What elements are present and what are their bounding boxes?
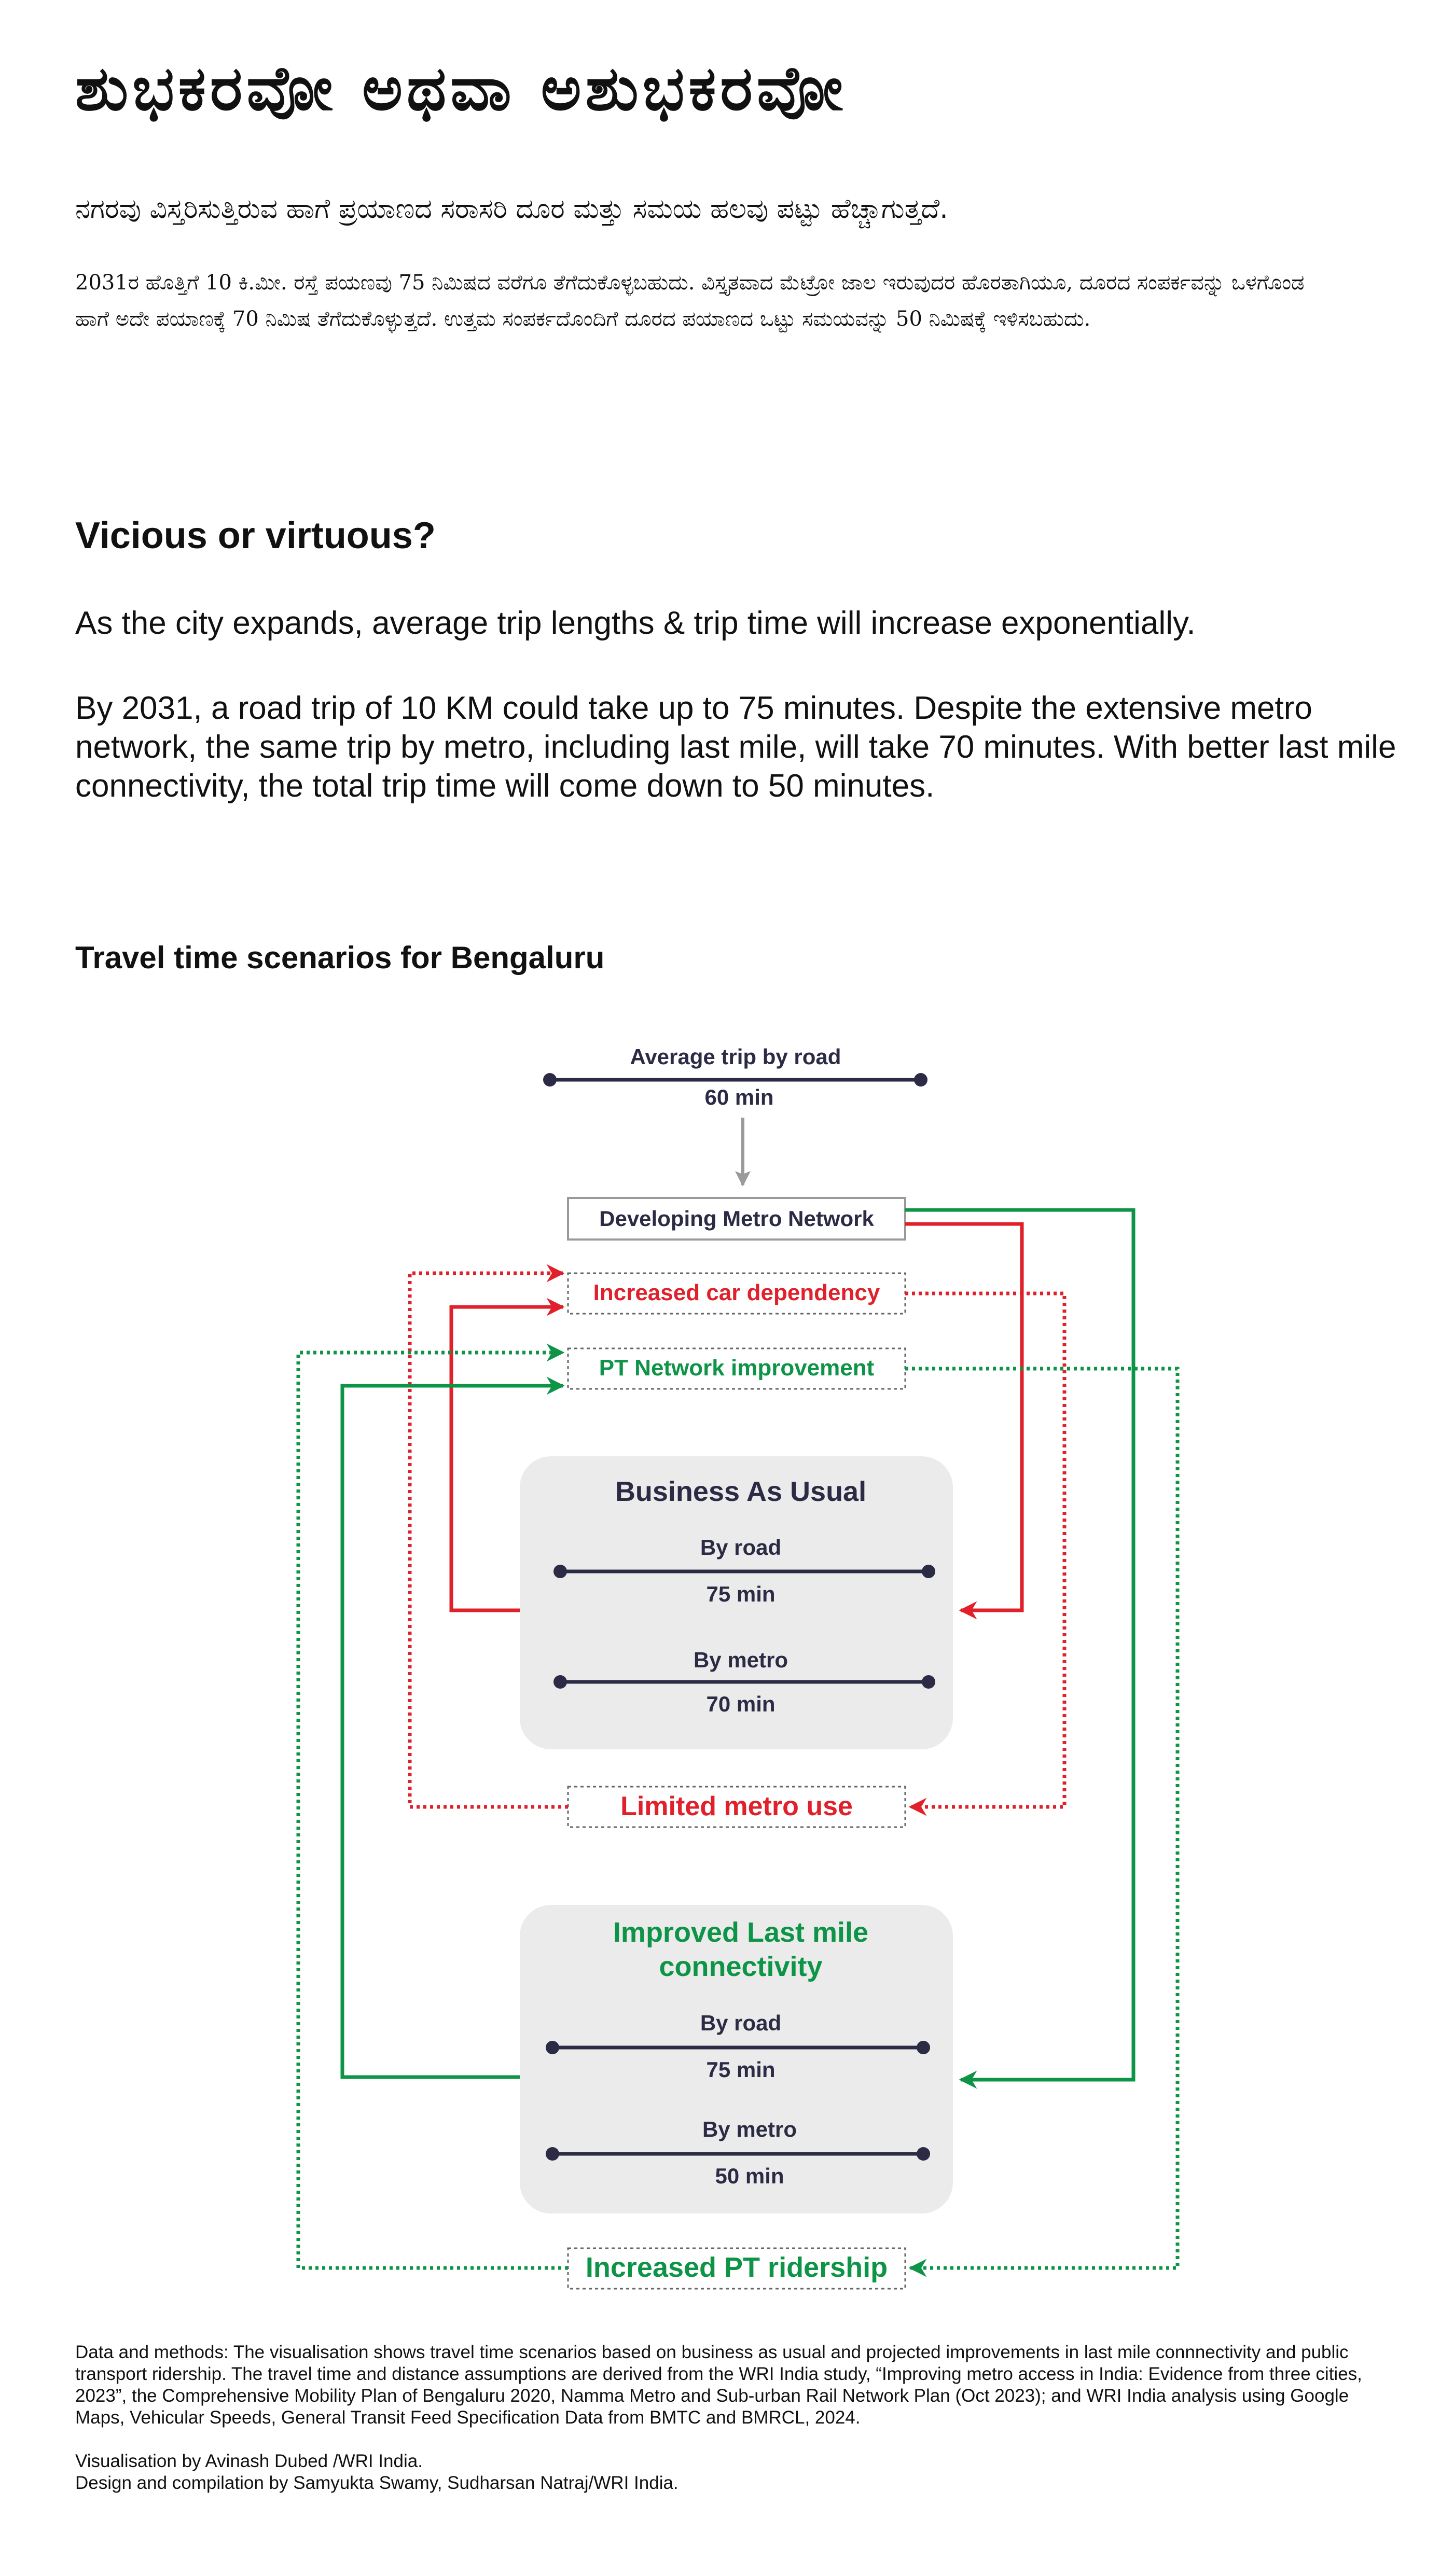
limited-metro-label: Limited metro use <box>620 1791 853 1821</box>
pt-ridership-label: Increased PT ridership <box>586 2252 888 2283</box>
english-subtitle: As the city expands, average trip length… <box>75 605 1196 641</box>
bau-road-time: 75 min <box>706 1582 775 1606</box>
red-arrow-bau-to-car <box>449 1298 565 1612</box>
improved-metro-dot-right <box>917 2147 930 2161</box>
car-dependency-box <box>567 1272 906 1315</box>
avg-trip-dot-left <box>543 1073 557 1087</box>
green-dotted-pt-to-ridership <box>905 1367 1180 2277</box>
bau-road-label: By road <box>700 1535 781 1559</box>
chart-title: Travel time scenarios for Bengaluru <box>75 940 605 975</box>
green-arrow-developing-to-improved <box>905 1208 1136 2089</box>
red-arrow-developing-to-bau <box>905 1222 1024 1620</box>
bau-metro-time: 70 min <box>706 1692 775 1716</box>
data-methods-note: Data and methods: The visualisation show… <box>75 2342 1362 2428</box>
improved-road-dot-right <box>917 2041 930 2054</box>
avg-trip-dot-right <box>914 1073 927 1087</box>
bau-metro-label: By metro <box>694 1648 788 1672</box>
improved-title-line2: connectivity <box>659 1951 822 1982</box>
credits: Visualisation by Avinash Dubed /WRI Indi… <box>75 2450 1372 2494</box>
avg-trip-label: Average trip by road <box>630 1045 841 1069</box>
pt-improvement-box <box>567 1347 906 1390</box>
pt-ridership-box <box>567 2247 906 2290</box>
developing-metro-box <box>567 1197 906 1241</box>
improved-metro-label: By metro <box>702 2117 797 2141</box>
red-dotted-car-to-limited <box>905 1291 1067 1816</box>
bau-metro-dot-left <box>553 1675 567 1689</box>
improved-metro-dot-left <box>546 2147 559 2161</box>
green-dotted-ridership-to-pt <box>296 1343 568 2270</box>
improved-road-dot-left <box>546 2041 559 2054</box>
improved-road-time: 75 min <box>706 2057 775 2082</box>
limited-metro-box <box>567 1786 906 1828</box>
developing-metro-label: Developing Metro Network <box>599 1206 874 1231</box>
bau-road-dot-left <box>553 1565 567 1578</box>
improved-road-label: By road <box>700 2011 781 2035</box>
bau-title: Business As Usual <box>615 1476 866 1507</box>
improved-metro-time: 50 min <box>715 2164 784 2188</box>
avg-trip-time: 60 min <box>704 1085 773 1109</box>
red-dotted-limited-to-car <box>408 1264 568 1809</box>
english-title: Vicious or virtuous? <box>75 515 436 556</box>
bau-metro-dot-right <box>922 1675 935 1689</box>
green-arrow-improved-to-pt <box>340 1376 565 2079</box>
english-body: By 2031, a road trip of 10 KM could take… <box>75 690 1396 804</box>
kannada-subtitle: ನಗರವು ವಿಸ್ತರಿಸುತ್ತಿರುವ ಹಾಗೆ ಪ್ರಯಾಣದ ಸರಾಸ… <box>75 193 948 225</box>
credit-design: Design and compilation by Samyukta Swamy… <box>75 2473 679 2493</box>
bau-road-dot-right <box>922 1565 935 1578</box>
improved-title-line1: Improved Last mile <box>613 1917 868 1948</box>
bau-panel <box>520 1456 953 1749</box>
kannada-title: ಶುಭಕರವೋ ಅಥವಾ ಅಶುಭಕರವೋ <box>75 52 847 124</box>
kannada-body: 2031ರ ಹೊತ್ತಿಗೆ 10 ಕಿ.ಮೀ. ರಸ್ತೆ ಪಯಣವು 75 … <box>75 271 1305 331</box>
pt-improvement-label: PT Network improvement <box>599 1355 875 1381</box>
car-dependency-label: Increased car dependency <box>593 1280 880 1305</box>
credit-visualisation: Visualisation by Avinash Dubed /WRI Indi… <box>75 2451 423 2471</box>
improved-panel <box>520 1905 953 2213</box>
